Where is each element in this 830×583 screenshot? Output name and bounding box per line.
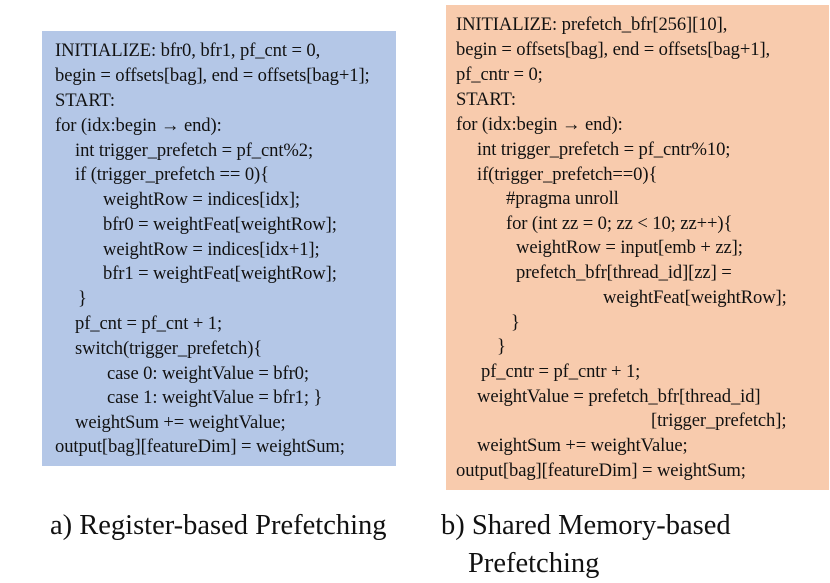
caption-a: a) Register-based Prefetching bbox=[50, 510, 387, 541]
code-a-line-3: START: bbox=[55, 90, 115, 111]
code-a-line-6: if (trigger_prefetch == 0){ bbox=[75, 164, 269, 185]
code-b-line-4: START: bbox=[456, 89, 516, 110]
caption-b-line-2: Prefetching bbox=[468, 548, 600, 579]
code-a-line-11: } bbox=[78, 288, 87, 309]
code-b-line-15: pf_cntr = pf_cntr + 1; bbox=[481, 361, 641, 382]
code-a-line-14: case 0: weightValue = bfr0; bbox=[107, 363, 309, 384]
code-b-line-8: #pragma unroll bbox=[506, 188, 619, 209]
code-a-line-12: pf_cnt = pf_cnt + 1; bbox=[75, 313, 223, 334]
code-b-line-13: } bbox=[511, 312, 520, 333]
shared-memory-prefetch-code-panel bbox=[446, 5, 829, 490]
code-b-line-14: } bbox=[497, 336, 506, 357]
code-a-line-2: begin = offsets[bag], end = offsets[bag+… bbox=[55, 65, 370, 86]
code-b-line-1: INITIALIZE: prefetch_bfr[256][10], bbox=[456, 14, 728, 35]
code-a-line-1: INITIALIZE: bfr0, bfr1, pf_cnt = 0, bbox=[55, 40, 321, 61]
caption-b-line-1: b) Shared Memory-based bbox=[441, 510, 731, 541]
register-prefetch-code-panel bbox=[42, 31, 396, 466]
code-a-line-9: weightRow = indices[idx+1]; bbox=[103, 239, 320, 260]
code-b-line-9: for (int zz = 0; zz < 10; zz++){ bbox=[506, 213, 733, 234]
code-b-line-17: [trigger_prefetch]; bbox=[651, 410, 787, 431]
code-b-line-19: output[bag][featureDim] = weightSum; bbox=[456, 460, 746, 481]
code-a-line-5: int trigger_prefetch = pf_cnt%2; bbox=[75, 140, 314, 161]
code-b-line-11: prefetch_bfr[thread_id][zz] = bbox=[516, 262, 732, 283]
code-b-line-6: int trigger_prefetch = pf_cntr%10; bbox=[477, 139, 731, 160]
code-b-line-3: pf_cntr = 0; bbox=[456, 64, 543, 85]
code-b-line-12: weightFeat[weightRow]; bbox=[603, 287, 787, 308]
code-b-line-7: if(trigger_prefetch==0){ bbox=[477, 164, 658, 185]
code-a-line-15: case 1: weightValue = bfr1; } bbox=[107, 387, 323, 408]
code-a-line-4: for (idx:begin → end): bbox=[55, 115, 222, 136]
code-b-line-16: weightValue = prefetch_bfr[thread_id] bbox=[477, 386, 761, 407]
code-a-line-7: weightRow = indices[idx]; bbox=[103, 189, 300, 210]
code-b-line-2: begin = offsets[bag], end = offsets[bag+… bbox=[456, 39, 771, 60]
code-b-line-5: for (idx:begin → end): bbox=[456, 114, 623, 135]
code-a-line-10: bfr1 = weightFeat[weightRow]; bbox=[103, 263, 337, 284]
code-a-line-13: switch(trigger_prefetch){ bbox=[75, 338, 263, 359]
code-a-line-16: weightSum += weightValue; bbox=[75, 412, 286, 433]
code-b-line-10: weightRow = input[emb + zz]; bbox=[516, 237, 743, 258]
code-b-line-18: weightSum += weightValue; bbox=[477, 435, 688, 456]
code-a-line-17: output[bag][featureDim] = weightSum; bbox=[55, 436, 345, 457]
code-a-line-8: bfr0 = weightFeat[weightRow]; bbox=[103, 214, 337, 235]
